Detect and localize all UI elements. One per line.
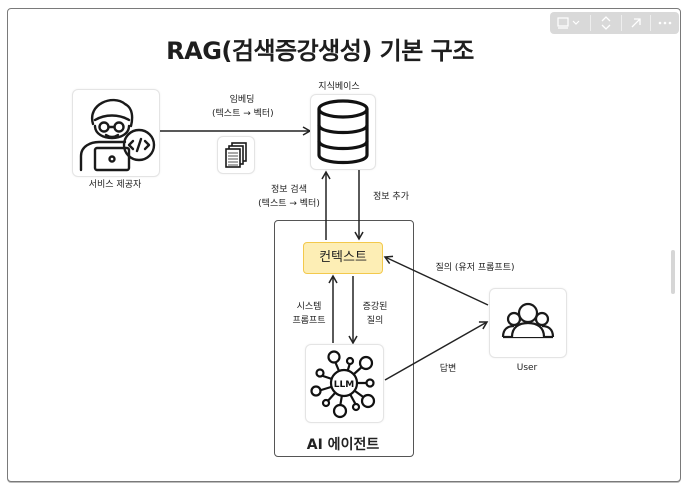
edge-embedding-line1: 임베딩 <box>229 95 255 105</box>
toolbar-divider <box>621 15 622 31</box>
context-node[interactable]: 컨텍스트 <box>303 242 383 274</box>
chevron-updown-icon <box>601 16 611 30</box>
users-icon <box>501 302 555 339</box>
ai-agent-label: AI 에이전트 <box>306 437 380 453</box>
frame-icon <box>557 17 580 29</box>
llm-node[interactable]: LLM <box>305 344 384 423</box>
edge-augmented-query-label: 증강된 질의 <box>358 300 392 328</box>
documents-icon <box>225 142 247 168</box>
provider-label: 서비스 제공자 <box>88 180 142 190</box>
knowledge-base-node[interactable] <box>310 94 376 170</box>
database-icon <box>317 99 369 165</box>
ai-agent-group <box>274 220 414 457</box>
documents-node[interactable] <box>217 136 255 174</box>
edge-user-query-label: 질의 (유저 프롬프트) <box>435 263 515 273</box>
embed-toolbar <box>550 12 679 34</box>
diagram-title: RAG(검색증강생성) 기본 구조 <box>166 37 474 65</box>
edge-retrieve-line1: 정보 검색 <box>271 185 307 195</box>
edge-augmented-query-line2: 질의 <box>366 316 384 326</box>
user-node[interactable] <box>489 288 567 358</box>
user-label: User <box>516 363 538 373</box>
toolbar-divider <box>650 15 651 31</box>
knowledge-base-label: 지식베이스 <box>318 82 360 92</box>
more-options-button[interactable] <box>651 12 679 34</box>
open-external-button[interactable] <box>622 12 650 34</box>
llm-label: LLM <box>334 380 354 390</box>
edge-embedding-label: 임베딩 (텍스트 → 벡터) <box>212 93 274 121</box>
arrow-up-right-icon <box>631 18 641 28</box>
layout-toggle-button[interactable] <box>550 12 590 34</box>
vertical-scrollbar[interactable] <box>671 250 675 294</box>
edge-system-prompt-label: 시스템 프롬프트 <box>288 300 330 328</box>
edge-user-query <box>383 255 489 306</box>
edge-retrieve-line2: (텍스트 → 벡터) <box>258 199 320 209</box>
edge-retrieve-label: 정보 검색 (텍스트 → 벡터) <box>255 183 323 211</box>
edge-answer <box>384 321 489 381</box>
edge-augmented-query-line1: 증강된 <box>362 302 388 312</box>
llm-network-icon: LLM <box>310 350 376 419</box>
edge-add-info-label: 정보 추가 <box>373 192 409 202</box>
edge-embedding-line2: (텍스트 → 벡터) <box>212 109 274 119</box>
expand-collapse-button[interactable] <box>591 12 621 34</box>
developer-icon <box>79 98 156 172</box>
toolbar-divider <box>590 15 591 31</box>
edge-system-prompt-line2: 프롬프트 <box>292 316 326 326</box>
edge-answer-label: 답변 <box>439 364 457 374</box>
provider-node[interactable] <box>72 89 160 177</box>
ellipsis-icon <box>658 21 672 25</box>
edge-system-prompt-line1: 시스템 <box>296 302 322 312</box>
